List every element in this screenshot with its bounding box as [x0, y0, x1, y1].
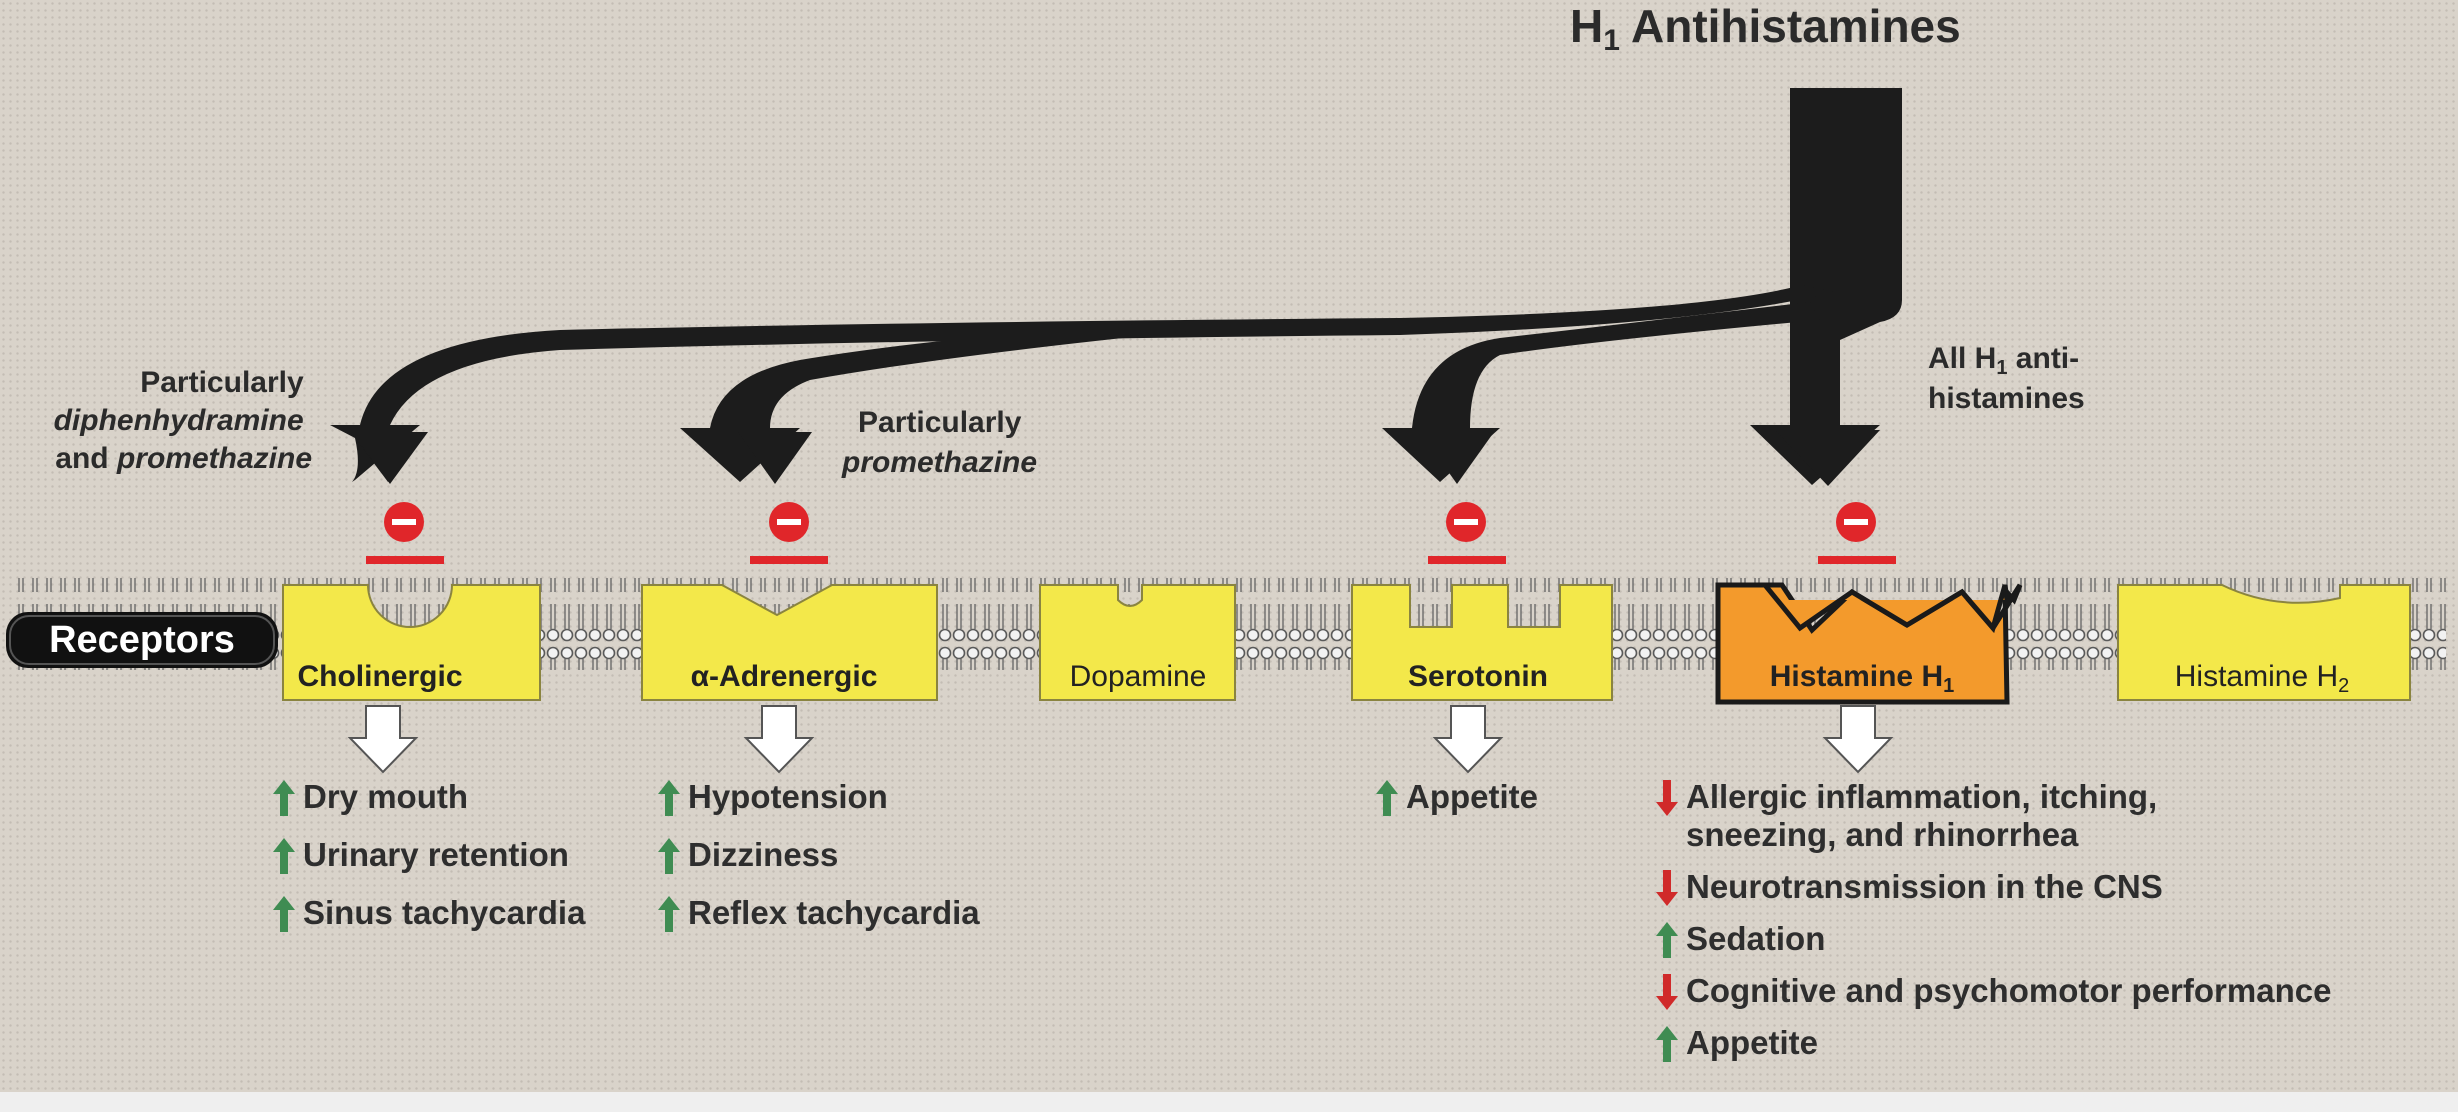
receptors-badge-label: Receptors — [49, 619, 235, 661]
receptor-dopamine-label: Dopamine — [1070, 660, 1207, 693]
effect-text: Sedation — [1686, 920, 1825, 957]
effect-text: Appetite — [1686, 1024, 1818, 1061]
output-arrow-cholinergic — [347, 705, 419, 774]
effect-text: sneezing, and rhinorrhea — [1686, 816, 2079, 853]
diagram-title: H1 Antihistamines — [1570, 0, 1961, 57]
effect-item: Appetite — [1376, 778, 1538, 816]
arrowhead-adrenergic — [738, 432, 812, 484]
effect-item: Appetite — [1656, 1024, 1818, 1062]
arrow-up-icon — [658, 896, 680, 932]
effect-text: Hypotension — [688, 778, 888, 815]
effect-item: Hypotension — [658, 778, 888, 816]
arrow-branch-adrenergic — [680, 320, 1200, 482]
arrow-up-icon — [273, 896, 295, 932]
effect-item: Sinus tachycardia — [273, 894, 586, 932]
receptor-dopamine — [1039, 584, 1236, 701]
arrow-up-icon — [273, 780, 295, 816]
output-arrow-serotonin — [1432, 705, 1504, 774]
arrow-down-icon — [1656, 780, 1678, 816]
receptor-alpha-adrenergic — [641, 584, 938, 701]
receptor-alpha-adrenergic-label: α-Adrenergic — [691, 660, 878, 693]
receptors-badge: Receptors — [6, 612, 278, 668]
arrow-branch-serotonin — [1382, 302, 1820, 482]
effect-item: Sedation — [1656, 920, 1825, 958]
arrow-up-icon — [1656, 1026, 1678, 1062]
output-arrow-histamine-h1 — [1822, 705, 1894, 774]
arrowhead-h1 — [1775, 430, 1880, 486]
receptor-cholinergic-label: Cholinergic — [297, 660, 462, 693]
inhibit-symbol-cholinergic — [366, 502, 444, 564]
main-arrows — [330, 88, 1902, 485]
effect-text: Appetite — [1406, 778, 1538, 815]
effect-item: Dizziness — [658, 836, 838, 874]
receptor-serotonin-label: Serotonin — [1408, 660, 1548, 693]
effect-item: Urinary retention — [273, 836, 569, 874]
annotation-promethazine: Particularly promethazine — [841, 406, 1037, 479]
effect-text: Dizziness — [688, 836, 838, 873]
arrow-down-icon — [1656, 974, 1678, 1010]
arrow-up-icon — [273, 838, 295, 874]
arrow-trunk — [1750, 88, 1902, 485]
effect-text: Reflex tachycardia — [688, 894, 980, 931]
effect-item: Cognitive and psychomotor performance — [1656, 972, 2331, 1010]
receptor-histamine-h1-top-edge — [1715, 582, 2010, 634]
inhibit-symbol-histamine-h1 — [1818, 502, 1896, 564]
effect-item: Allergic inflammation, itching, — [1656, 778, 2157, 816]
arrow-band — [330, 285, 1835, 482]
effect-item: sneezing, and rhinorrhea — [1686, 816, 2079, 853]
receptor-histamine-h2-label: Histamine H2 — [2175, 660, 2350, 697]
receptor-serotonin — [1351, 584, 1613, 701]
receptor-cholinergic — [282, 584, 541, 701]
output-arrow-adrenergic — [743, 705, 815, 774]
receptor-histamine-h2 — [2117, 584, 2411, 701]
receptor-histamine-h1-label: Histamine H1 — [1770, 660, 1955, 697]
effects-list-serotonin: Appetite — [1376, 778, 1538, 816]
arrow-up-icon — [658, 780, 680, 816]
effect-text: Dry mouth — [303, 778, 468, 815]
effect-item: Dry mouth — [273, 778, 468, 816]
arrow-up-icon — [658, 838, 680, 874]
effect-text: Sinus tachycardia — [303, 894, 586, 931]
inhibit-symbol-adrenergic — [750, 502, 828, 564]
effect-item: Neurotransmission in the CNS — [1656, 868, 2163, 906]
effects-list-histamine: Allergic inflammation, itching,sneezing,… — [1656, 778, 2331, 1062]
annotation-diphenhydramine: Particularly diphenhydramine and prometh… — [54, 366, 312, 475]
arrowhead-serotonin — [1420, 432, 1494, 484]
effect-text: Neurotransmission in the CNS — [1686, 868, 2163, 905]
bottom-strip — [0, 1092, 2458, 1112]
effect-item: Reflex tachycardia — [658, 894, 980, 932]
arrowhead-cholinergic-wide — [352, 432, 428, 484]
effect-text: Allergic inflammation, itching, — [1686, 778, 2157, 815]
arrow-down-icon — [1656, 870, 1678, 906]
inhibit-symbol-serotonin — [1428, 502, 1506, 564]
effect-text: Urinary retention — [303, 836, 569, 873]
arrow-up-icon — [1376, 780, 1398, 816]
arrow-up-icon — [1656, 922, 1678, 958]
annotation-all-h1: All H1 anti- histamines — [1928, 342, 2087, 415]
effect-text: Cognitive and psychomotor performance — [1686, 972, 2331, 1009]
